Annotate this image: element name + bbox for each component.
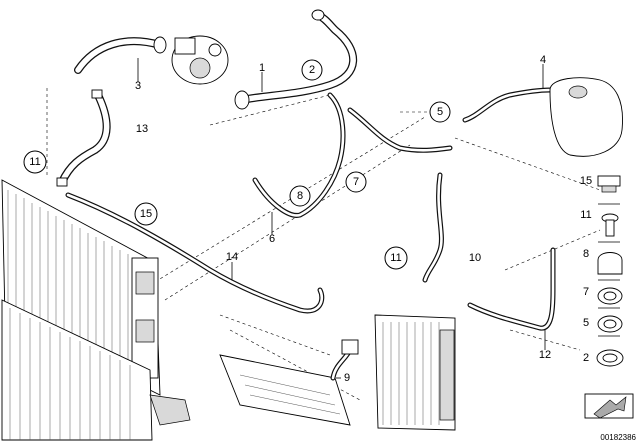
- callout-6: 6: [269, 233, 275, 245]
- legend-icons: [596, 175, 624, 367]
- callout-13: 13: [136, 123, 148, 135]
- legend-label-8: 8: [583, 248, 589, 260]
- condenser: [1, 299, 191, 441]
- reference-lines: [46, 88, 601, 401]
- heat-exchanger-fins: [382, 322, 440, 425]
- callout-9: 9: [344, 372, 350, 384]
- callout-15: 15: [140, 208, 152, 220]
- callout-8-circle: [289, 185, 311, 207]
- callout-8: 8: [297, 190, 303, 202]
- hose-7: [252, 92, 453, 218]
- hose-1: [234, 9, 358, 110]
- legend-label-5: 5: [583, 317, 589, 329]
- callout-1: 1: [259, 62, 265, 74]
- legend-label-11: 11: [580, 209, 591, 221]
- callouts: 1 2 3 4 5 6 7 8 9 10 11 11 12 13 14: [23, 54, 551, 384]
- hose-13: [56, 89, 111, 187]
- legend-label-7: 7: [583, 286, 589, 298]
- legend: 15 11 8 7 5 2: [580, 175, 592, 364]
- thermostat-housing: [171, 35, 229, 85]
- arrow-icon: [584, 393, 634, 419]
- hose-3: [74, 36, 167, 74]
- callout-11-center-circle: [384, 246, 408, 270]
- callout-2-circle: [301, 59, 323, 81]
- document-id: 00182386: [600, 433, 636, 442]
- callout-10: 10: [469, 252, 481, 264]
- radiator: [1, 179, 161, 396]
- callout-2: 2: [309, 64, 315, 76]
- clamp-5-icon: [597, 315, 623, 333]
- clamp-7-icon: [597, 287, 623, 305]
- callout-11-center: 11: [390, 252, 401, 264]
- expansion-tank: [549, 77, 623, 157]
- callout-4: 4: [540, 54, 546, 66]
- callout-11-left-circle: [23, 150, 47, 174]
- screw-11-icon: [601, 213, 619, 237]
- callout-7-circle: [345, 171, 367, 193]
- clip-15-icon: [597, 175, 621, 193]
- hose-4: [462, 87, 553, 123]
- callout-15-circle: [134, 202, 158, 226]
- hose-9: [330, 339, 359, 381]
- leader-lines: [137, 58, 620, 379]
- callout-3: 3: [135, 80, 141, 92]
- callout-12: 12: [539, 349, 551, 361]
- clamp-2-icon: [596, 349, 624, 367]
- heat-exchanger: [374, 314, 456, 431]
- callout-11-left: 11: [29, 156, 40, 168]
- legend-label-2: 2: [583, 352, 589, 364]
- callout-5: 5: [437, 106, 443, 118]
- hose-12: [467, 247, 556, 331]
- pipe-14: [65, 192, 325, 314]
- radiator-fins: [7, 190, 129, 380]
- condenser-fins: [9, 308, 131, 440]
- callout-7: 7: [353, 176, 359, 188]
- callout-5-circle: [429, 101, 451, 123]
- clamp-8-icon: [597, 252, 623, 275]
- callout-14: 14: [226, 251, 238, 263]
- bracket: [219, 354, 351, 426]
- legend-label-15: 15: [580, 175, 592, 187]
- hose-10: [422, 172, 444, 283]
